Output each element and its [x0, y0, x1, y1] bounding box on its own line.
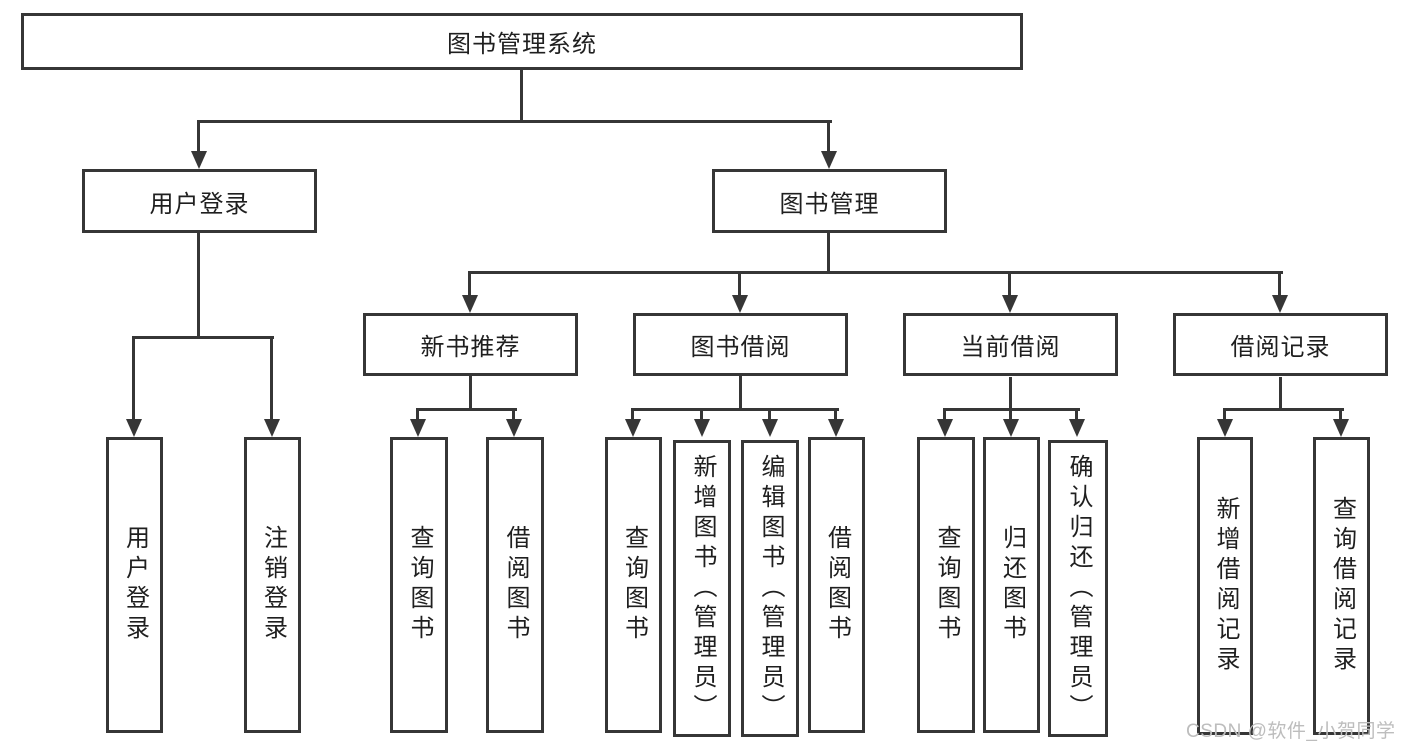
node-label: 确认归还（管理员） — [1065, 453, 1092, 724]
node-borrow-records: 借阅记录 — [1173, 313, 1388, 376]
node-label: 借阅记录 — [1230, 334, 1331, 361]
connector-arrow — [1003, 408, 1019, 437]
watermark: CSDN @软件_小贺同学 — [1186, 721, 1396, 742]
connector-arrow — [937, 408, 953, 437]
node-label: 用户登录 — [149, 190, 250, 218]
connector-arrow — [1217, 408, 1233, 437]
connector-line — [197, 233, 200, 339]
connector-line — [944, 408, 1080, 411]
leaf-query-borrow-record: 查询借阅记录 — [1313, 437, 1370, 735]
connector-line — [469, 376, 472, 411]
connector-arrow — [1002, 271, 1018, 313]
node-label: 查询图书 — [620, 525, 648, 645]
connector-line — [132, 336, 274, 339]
leaf-logout: 注销登录 — [244, 437, 301, 733]
node-label: 用户登录 — [121, 525, 149, 645]
connector-arrow — [191, 120, 207, 169]
leaf-query-books-recommend: 查询图书 — [390, 437, 448, 733]
connector-line — [198, 120, 832, 123]
node-label: 新增图书（管理员） — [689, 453, 716, 724]
connector-line — [417, 408, 517, 411]
node-label: 借阅图书 — [502, 525, 529, 645]
node-label: 注销登录 — [259, 525, 287, 645]
connector-arrow — [762, 408, 778, 437]
node-label: 编辑图书（管理员） — [757, 453, 784, 724]
node-label: 新书推荐 — [420, 334, 521, 361]
leaf-confirm-return-admin: 确认归还（管理员） — [1048, 440, 1108, 737]
connector-line — [1279, 377, 1282, 411]
node-label: 图书借阅 — [690, 334, 791, 361]
connector-arrow — [828, 408, 844, 437]
connector-arrow — [410, 408, 426, 437]
connector-line — [632, 408, 839, 411]
node-current-borrowing: 当前借阅 — [903, 313, 1118, 376]
connector-arrow — [506, 408, 522, 437]
connector-arrow — [821, 120, 837, 169]
node-label: 当前借阅 — [960, 334, 1061, 361]
node-new-book-recommendation: 新书推荐 — [363, 313, 578, 376]
node-label: 查询图书 — [933, 525, 960, 645]
node-label: 归还图书 — [998, 525, 1026, 645]
connector-arrow — [462, 271, 478, 313]
connector-arrow — [126, 336, 142, 437]
connector-line — [520, 70, 523, 123]
node-book-borrowing: 图书借阅 — [633, 313, 848, 376]
connector-line — [827, 233, 830, 274]
connector-arrow — [694, 408, 710, 437]
leaf-borrow-books-recommend: 借阅图书 — [486, 437, 544, 733]
leaf-add-books-admin: 新增图书（管理员） — [673, 440, 731, 737]
node-label: 查询图书 — [406, 525, 433, 645]
node-label: 借阅图书 — [823, 525, 851, 645]
connector-arrow — [1069, 408, 1085, 437]
leaf-edit-books-admin: 编辑图书（管理员） — [741, 440, 799, 737]
leaf-user-login: 用户登录 — [106, 437, 163, 733]
node-book-management: 图书管理 — [712, 169, 947, 233]
node-label: 查询借阅记录 — [1328, 496, 1356, 676]
connector-line — [739, 376, 742, 411]
node-label: 图书管理 — [779, 190, 880, 218]
node-library-system: 图书管理系统 — [21, 13, 1023, 70]
leaf-return-books: 归还图书 — [983, 437, 1040, 733]
connector-arrow — [732, 271, 748, 313]
connector-arrow — [625, 408, 641, 437]
node-label: 图书管理系统 — [447, 31, 597, 58]
connector-line — [468, 271, 1283, 274]
leaf-borrow-books-borrowing: 借阅图书 — [808, 437, 865, 733]
leaf-add-borrow-record: 新增借阅记录 — [1197, 437, 1253, 735]
connector-line — [1009, 377, 1012, 411]
connector-line — [1223, 408, 1344, 411]
connector-arrow — [264, 336, 280, 437]
node-label: 新增借阅记录 — [1212, 496, 1239, 676]
connector-arrow — [1333, 408, 1349, 437]
leaf-query-books-current: 查询图书 — [917, 437, 975, 733]
leaf-query-books-borrowing: 查询图书 — [605, 437, 662, 733]
connector-arrow — [1272, 271, 1288, 313]
node-user-login: 用户登录 — [82, 169, 317, 233]
